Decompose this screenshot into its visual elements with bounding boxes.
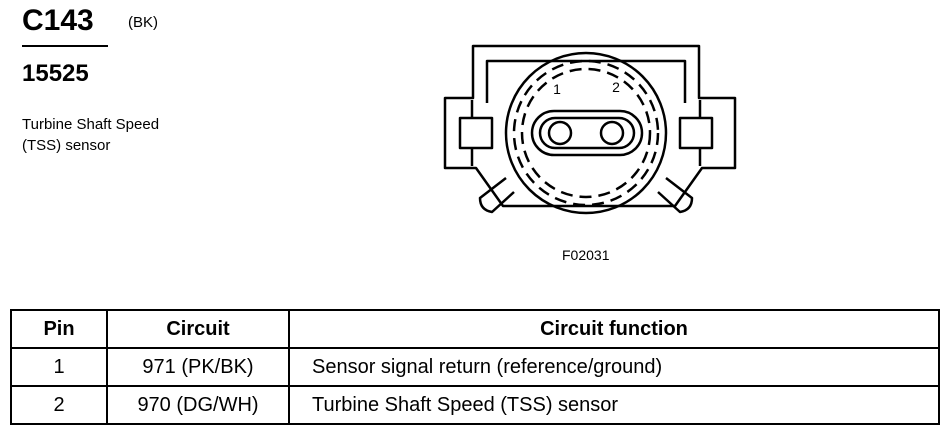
cell-function: Turbine Shaft Speed (TSS) sensor — [288, 385, 940, 425]
table-row: 2 970 (DG/WH) Turbine Shaft Speed (TSS) … — [10, 385, 940, 425]
connector-id: C143 — [22, 4, 94, 37]
table-header-row: Pin Circuit Circuit function — [10, 309, 940, 349]
part-number: 15525 — [22, 60, 89, 87]
connector-id-underline — [22, 45, 108, 47]
ear-left — [478, 177, 515, 214]
connector-color: (BK) — [128, 14, 158, 31]
header-pin: Pin — [10, 309, 108, 349]
connector-face-diagram: 1 2 — [443, 44, 737, 215]
cell-circuit: 970 (DG/WH) — [106, 385, 290, 425]
table-row: 1 971 (PK/BK) Sensor signal return (refe… — [10, 347, 940, 387]
body-circle-dashed-inner — [520, 67, 652, 199]
connector-description: Turbine Shaft Speed (TSS) sensor — [22, 114, 222, 156]
cell-circuit: 971 (PK/BK) — [106, 347, 290, 387]
pin-cavity-outer — [530, 109, 644, 157]
description-line-1: Turbine Shaft Speed — [22, 116, 160, 133]
pinout-table: Pin Circuit Circuit function 1 971 (PK/B… — [10, 309, 940, 425]
cell-function: Sensor signal return (reference/ground) — [288, 347, 940, 387]
pin-label-2: 2 — [612, 79, 620, 95]
pin-2 — [599, 120, 625, 146]
ear-right — [657, 177, 694, 214]
body-circle-outer — [504, 51, 668, 215]
side-tab-left — [458, 116, 494, 150]
latch-bracket — [485, 59, 687, 103]
cell-pin: 2 — [10, 385, 108, 425]
body-circle-dashed-outer — [512, 59, 660, 207]
pin-label-1: 1 — [553, 81, 561, 97]
pin-1 — [547, 120, 573, 146]
side-tab-right — [678, 116, 714, 150]
header-circuit: Circuit — [106, 309, 290, 349]
header-function: Circuit function — [288, 309, 940, 349]
figure-reference: F02031 — [562, 247, 610, 263]
cell-pin: 1 — [10, 347, 108, 387]
description-line-2: (TSS) sensor — [22, 137, 111, 154]
pin-cavity-inner — [538, 116, 636, 150]
